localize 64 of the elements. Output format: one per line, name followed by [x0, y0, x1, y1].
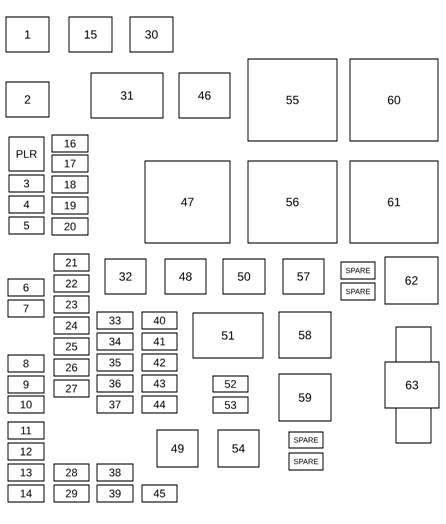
fuse-slot: 42	[142, 354, 178, 372]
relay-slot: 47	[144, 160, 230, 244]
fuse-slot: 4	[8, 196, 44, 214]
relay-slot: 15	[68, 16, 112, 52]
fuse-slot: 52	[212, 376, 248, 392]
fuse-slot: 25	[54, 338, 90, 356]
fuse-slot: 13	[8, 464, 44, 482]
fuse-slot: 37	[96, 396, 134, 414]
relay-slot: 56	[248, 160, 338, 244]
fuse-slot: 12	[8, 442, 44, 460]
fuse-slot: 38	[96, 464, 134, 482]
relay-slot: PLR	[8, 136, 44, 172]
fuse-slot: 33	[96, 312, 134, 330]
fuse-slot: 14	[8, 484, 44, 502]
relay-slot: 50	[222, 258, 266, 294]
relay-slot: 46	[178, 72, 230, 118]
fuse-slot: 22	[54, 274, 90, 292]
fuse-slot: 24	[54, 316, 90, 334]
fuse-slot: 41	[142, 332, 178, 350]
fuse-slot: 17	[52, 154, 88, 172]
fuse-slot: 7	[8, 300, 44, 318]
relay-slot: 49	[156, 430, 198, 468]
relay-slot: 51	[192, 312, 264, 358]
relay-slot: 2	[6, 82, 50, 118]
fuse-slot: 26	[54, 358, 90, 376]
relay-slot: 58	[278, 312, 332, 358]
fuse-slot: 28	[54, 464, 90, 482]
relay-slot: 31	[90, 72, 164, 118]
fuse-slot: 40	[142, 312, 178, 330]
relay-slot: 63	[384, 326, 440, 444]
fuse-slot: 5	[8, 216, 44, 234]
fuse-slot: 36	[96, 374, 134, 392]
relay-slot: 30	[130, 16, 174, 52]
relay-slot: 62	[384, 256, 438, 304]
fuse-slot: 45	[142, 484, 178, 502]
fuse-slot: 8	[8, 354, 44, 372]
fuse-slot: 9	[8, 376, 44, 394]
fuse-slot: 27	[54, 380, 90, 398]
fuse-slot: 34	[96, 332, 134, 350]
fuse-slot: 35	[96, 354, 134, 372]
fuse-slot: 20	[52, 218, 88, 236]
fuse-slot: 18	[52, 176, 88, 194]
relay-slot: 1	[6, 16, 50, 52]
fuse-slot: 43	[142, 374, 178, 392]
fuse-slot: 44	[142, 396, 178, 414]
fuse-slot: 19	[52, 196, 88, 214]
fuse-slot: 16	[52, 134, 88, 152]
fuse-slot: 53	[212, 396, 248, 414]
relay-slot: 57	[282, 258, 324, 294]
relay-slot: 54	[218, 430, 260, 468]
fuse-slot: 29	[54, 484, 90, 502]
fuse-slot: 11	[8, 422, 44, 440]
relay-slot: 61	[350, 160, 438, 244]
relay-slot: 55	[248, 58, 338, 142]
fuse-slot: 23	[54, 296, 90, 314]
relay-slot: 59	[278, 374, 332, 422]
fuse-slot: 39	[96, 484, 134, 502]
fuse-slot: 10	[8, 396, 44, 414]
fuse-slot: 6	[8, 278, 44, 296]
fuse-slot: 21	[54, 254, 90, 272]
relay-slot: 48	[164, 258, 206, 294]
fuse-slot: 3	[8, 174, 44, 192]
relay-slot: 60	[350, 58, 438, 142]
relay-slot: 32	[104, 258, 146, 294]
